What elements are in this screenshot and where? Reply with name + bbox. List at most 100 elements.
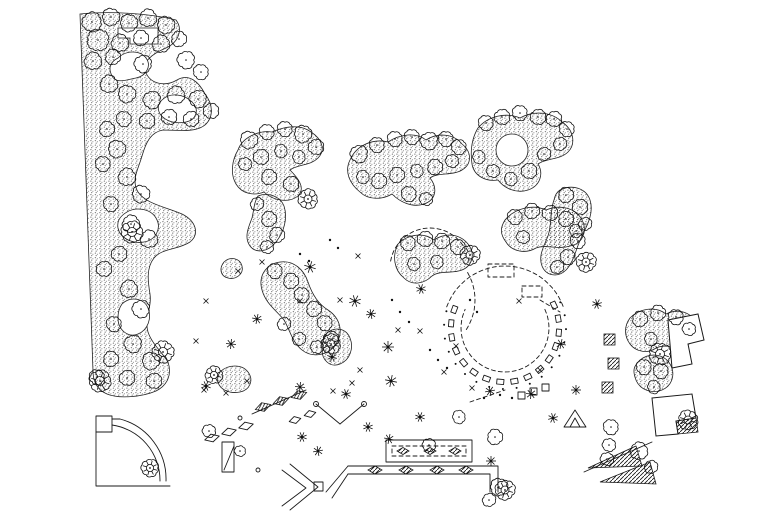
path-dot	[475, 310, 479, 314]
tree-canopy-symbol	[182, 110, 200, 127]
shrub-star-symbol	[415, 412, 425, 422]
tree-canopy-symbol	[252, 148, 270, 165]
tree-canopy-symbol	[99, 120, 116, 138]
tree-canopy-symbol	[452, 409, 466, 425]
tree-canopy-symbol	[515, 230, 530, 245]
path-arc	[446, 265, 564, 308]
planter-diagonal	[223, 445, 235, 471]
colonnade-dot	[445, 310, 448, 313]
tree-canopy-symbol	[520, 162, 538, 179]
colonnade-dot	[454, 362, 457, 365]
tree-canopy-symbol	[449, 239, 466, 256]
tree-canopy-symbol	[371, 172, 388, 190]
planter-diamond	[204, 433, 220, 443]
hatched-structure	[675, 417, 699, 435]
tree-canopy-symbol	[450, 139, 467, 156]
path-dot	[445, 366, 449, 370]
tree-canopy-symbol	[94, 156, 111, 173]
small-circle-marker	[255, 467, 261, 473]
court-wall	[95, 431, 171, 487]
tree-canopy-symbol	[549, 259, 565, 274]
planter-diamond	[367, 465, 383, 475]
v-path	[339, 403, 365, 425]
tree-canopy-symbol	[110, 33, 130, 52]
tree-canopy-symbol	[151, 34, 171, 53]
tree-canopy-symbol	[261, 210, 278, 228]
colonnade-post	[469, 367, 479, 377]
lawn-cutout	[495, 133, 529, 167]
colonnade-post	[523, 372, 533, 382]
tree-detail-symbol	[575, 251, 597, 273]
colonnade-dot	[501, 388, 504, 390]
tree-canopy-symbol	[283, 272, 300, 290]
tree-canopy-symbol	[487, 428, 504, 446]
tree-canopy-symbol	[266, 263, 283, 280]
hatched-structure	[587, 445, 643, 469]
tree-canopy-symbol	[118, 369, 136, 386]
shrub-star-symbol	[349, 295, 361, 307]
small-circle-marker	[313, 401, 319, 407]
groundcover-x-symbol	[203, 298, 209, 304]
path-dot	[298, 252, 302, 256]
tree-canopy-symbol	[490, 477, 509, 497]
tree-detail-symbol	[120, 220, 144, 244]
tree-canopy-symbol	[601, 438, 616, 453]
tree-canopy-symbol	[249, 196, 265, 211]
colonnade-dot	[550, 366, 553, 369]
shrub-star-symbol	[382, 341, 394, 353]
tree-canopy-symbol	[138, 112, 156, 129]
colonnade-post	[448, 333, 456, 342]
tree-canopy-symbol	[558, 210, 575, 228]
planter-diamond	[303, 410, 317, 418]
structure-rect	[541, 383, 550, 392]
shrub-star-symbol	[571, 385, 581, 395]
tree-canopy-symbol	[259, 240, 274, 255]
tree-canopy-symbol	[599, 452, 614, 467]
path-dot	[336, 246, 340, 250]
structure-rect	[385, 439, 473, 463]
tree-detail-symbol	[297, 188, 318, 210]
tree-canopy-symbol	[647, 379, 661, 395]
tree-canopy-symbol	[481, 492, 497, 507]
tree-canopy-symbol	[102, 196, 119, 213]
tree-canopy-symbol	[166, 85, 186, 104]
tree-canopy-symbol	[558, 186, 575, 204]
groundcover-x-symbol	[297, 298, 303, 304]
tree-canopy-symbol	[529, 108, 547, 125]
tree-canopy-symbol	[282, 175, 300, 192]
tree-canopy-symbol	[291, 331, 307, 346]
shrub-star-symbol	[556, 339, 566, 349]
groundcover-x-symbol	[441, 369, 447, 375]
tree-canopy-symbol	[389, 166, 406, 184]
tree-canopy-symbol	[356, 169, 370, 185]
groundcover-x-symbol	[330, 388, 336, 394]
tree-canopy-symbol	[269, 226, 286, 244]
shrub-star-symbol	[416, 284, 426, 294]
tree-canopy-symbol	[138, 8, 158, 27]
colonnade-post	[447, 319, 455, 328]
groundcover-x-symbol	[516, 298, 522, 304]
planter-diamond	[288, 416, 302, 424]
tree-canopy-symbol	[524, 202, 541, 220]
tree-detail-symbol	[459, 244, 481, 266]
shrub-star-symbol	[384, 434, 394, 444]
structure-rect	[313, 481, 324, 492]
colonnade-dot	[528, 382, 531, 385]
groundcover-x-symbol	[259, 259, 265, 265]
planter-diamond	[448, 447, 462, 455]
tree-canopy-symbol	[632, 310, 649, 328]
shrub-star-symbol	[313, 446, 323, 456]
path-arc	[460, 308, 550, 373]
tree-canopy-symbol	[160, 108, 178, 125]
structures	[95, 227, 699, 511]
tree-detail-symbol	[88, 369, 112, 393]
tree-canopy-symbol	[427, 158, 444, 176]
groundcover-x-symbol	[201, 387, 207, 393]
tree-canopy-symbol	[511, 105, 528, 122]
tree-canopy-symbol	[541, 204, 559, 221]
triangle-symbol-inner	[569, 417, 581, 428]
path-dot	[498, 393, 502, 397]
structure-rect	[221, 441, 235, 473]
